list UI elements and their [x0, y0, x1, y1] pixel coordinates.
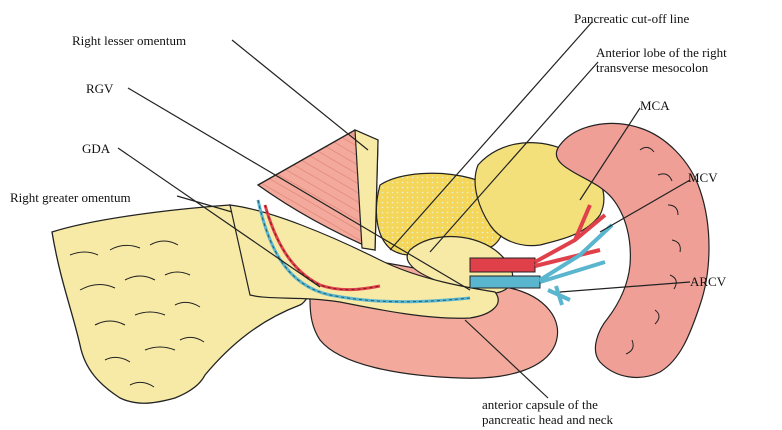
label-mca: MCA	[640, 98, 670, 113]
label-anterior-capsule: anterior capsule of the pancreatic head …	[482, 397, 613, 427]
label-anterior-lobe-line2: transverse mesocolon	[596, 60, 727, 75]
label-mcv: MCV	[688, 170, 718, 185]
label-pancreatic-cutoff-line: Pancreatic cut-off line	[574, 11, 689, 26]
label-anterior-lobe: Anterior lobe of the right transverse me…	[596, 45, 727, 75]
label-anterior-capsule-line2: pancreatic head and neck	[482, 412, 613, 427]
mca-trunk	[470, 258, 535, 272]
label-right-greater-omentum: Right greater omentum	[10, 190, 131, 205]
label-anterior-lobe-line1: Anterior lobe of the right	[596, 45, 727, 60]
colon	[556, 123, 709, 377]
label-anterior-capsule-line1: anterior capsule of the	[482, 397, 613, 412]
mcv-trunk	[470, 276, 540, 288]
label-right-lesser-omentum: Right lesser omentum	[72, 33, 186, 48]
label-rgv: RGV	[86, 81, 113, 96]
label-gda: GDA	[82, 141, 110, 156]
label-arcv: ARCV	[690, 274, 726, 289]
